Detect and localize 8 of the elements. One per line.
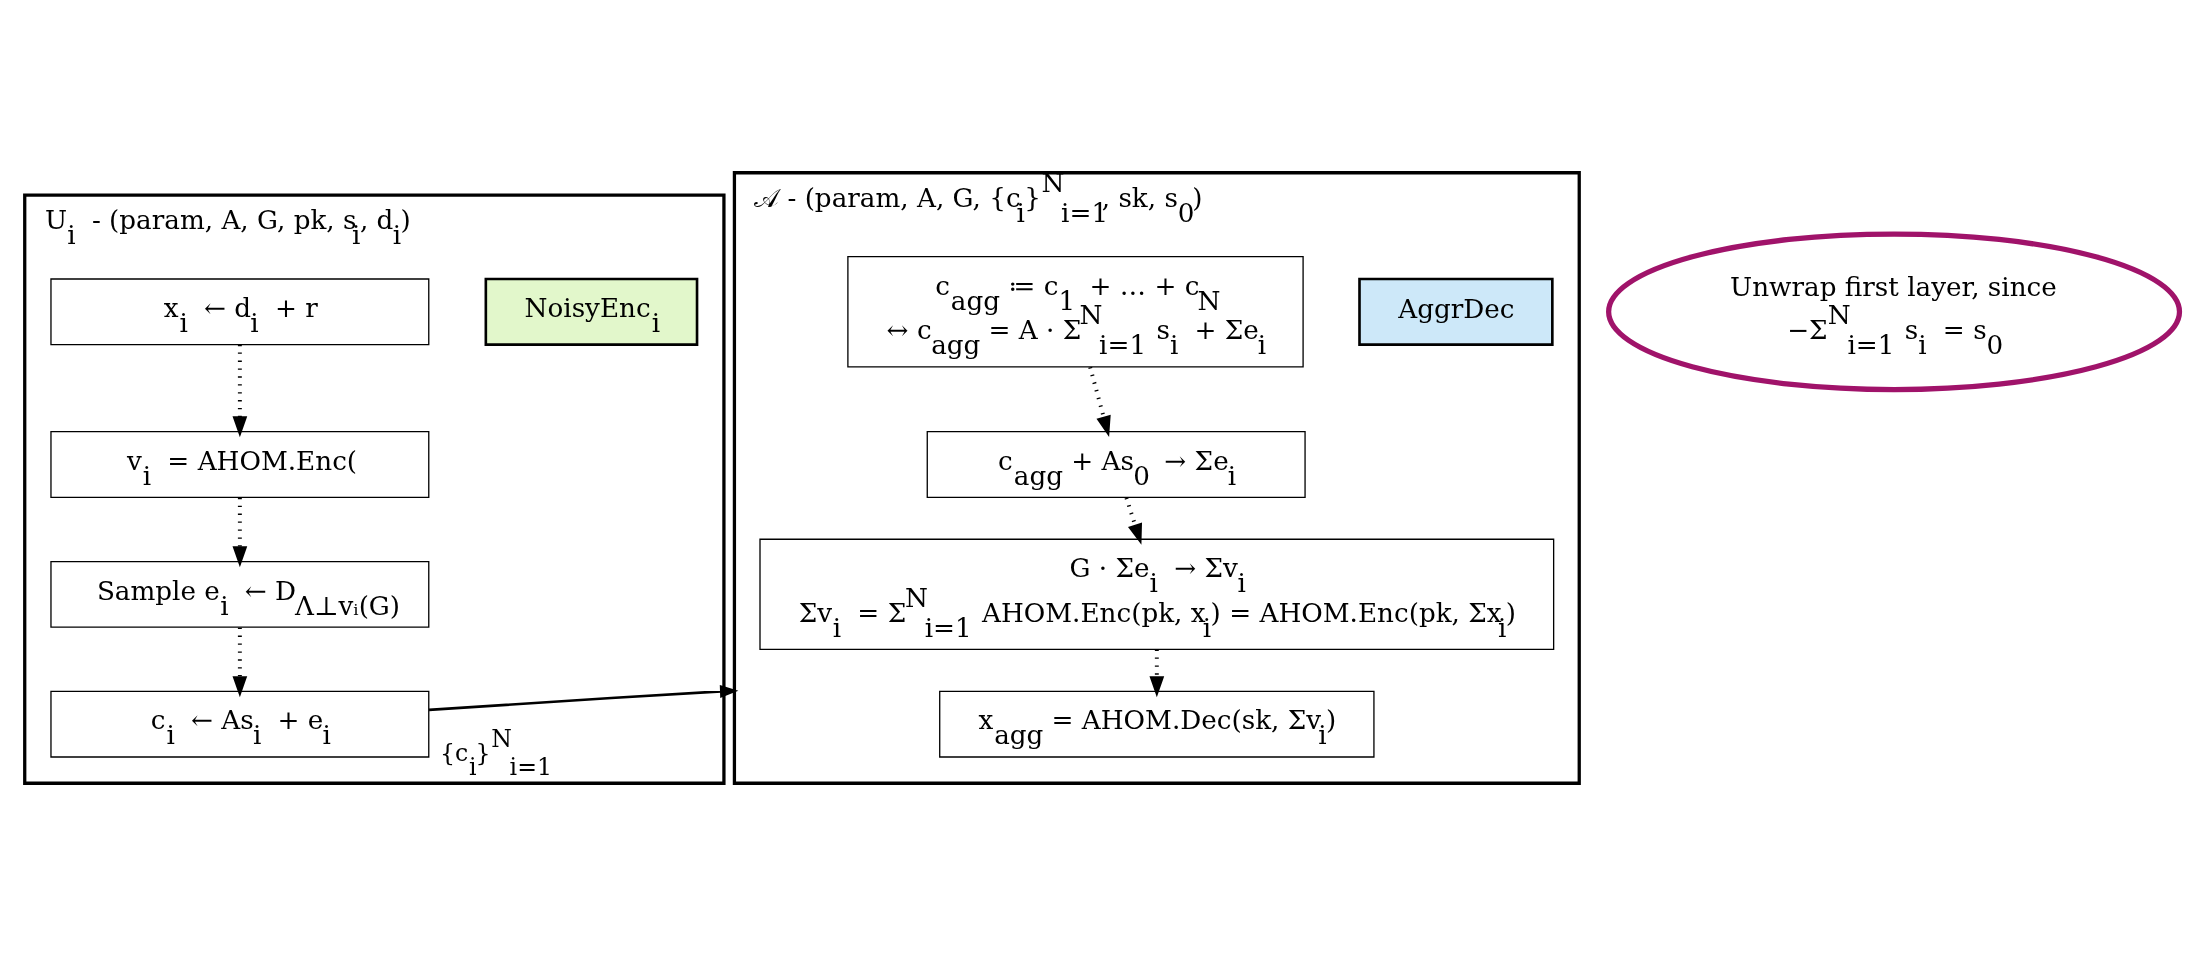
arrow xyxy=(1124,496,1143,545)
arrow xyxy=(232,344,248,437)
arrow xyxy=(1088,366,1111,437)
arrow xyxy=(1149,649,1165,697)
arrow xyxy=(232,497,248,567)
arrow xyxy=(232,627,248,697)
node-box: AggrDec xyxy=(1358,277,1554,346)
arrow xyxy=(428,684,739,711)
